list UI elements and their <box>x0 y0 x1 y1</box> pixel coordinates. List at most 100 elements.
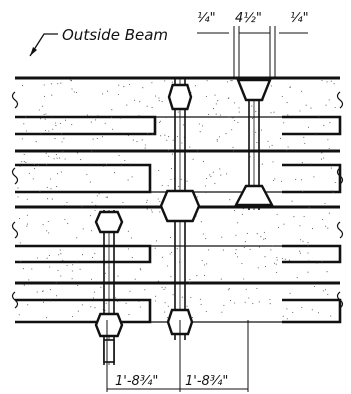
stipple-dot <box>326 271 328 273</box>
break-line <box>336 221 344 239</box>
stipple-dot <box>181 296 183 298</box>
stipple-dot <box>105 302 107 304</box>
stipple-dot <box>261 163 263 165</box>
stipple-dot <box>307 242 309 244</box>
stipple-dot <box>232 146 234 148</box>
stipple-dot <box>48 155 50 157</box>
stipple-dot <box>284 258 286 260</box>
stipple-dot <box>328 99 330 101</box>
stipple-dot <box>76 260 78 262</box>
stipple-dot <box>288 259 291 261</box>
break-line <box>11 91 19 109</box>
stipple-dot <box>51 94 53 96</box>
top-dimension-lines <box>197 26 308 78</box>
stipple-dot <box>139 306 141 308</box>
stipple-dot <box>176 248 178 250</box>
stipple-dot <box>50 178 52 180</box>
stipple-dot <box>86 114 88 116</box>
stipple-dot <box>157 198 159 200</box>
stipple-dot <box>118 84 120 86</box>
dim-left-quarter: ¼" <box>197 11 216 26</box>
stipple-dot <box>229 300 232 302</box>
stipple-dot <box>301 162 303 164</box>
stipple-dot <box>275 263 277 265</box>
stipple-dot <box>72 264 74 266</box>
stipple-dot <box>45 152 47 154</box>
stipple-dot <box>308 206 310 209</box>
stipple-dot <box>158 97 160 99</box>
stipple-dot <box>17 187 19 189</box>
stipple-dot <box>198 123 200 125</box>
stipple-dot <box>73 91 75 93</box>
stipple-dot <box>42 301 45 303</box>
stipple-dot <box>117 93 119 96</box>
stipple-dot <box>31 268 33 270</box>
stipple-dot <box>244 241 246 243</box>
stipple-dot <box>300 179 303 181</box>
stipple-dot <box>77 310 79 312</box>
stipple-dot <box>28 279 30 281</box>
stipple-dot <box>121 165 123 167</box>
stipple-dot <box>32 178 34 180</box>
stipple-dot <box>273 262 276 264</box>
stipple-dot <box>245 288 247 290</box>
stipple-dot <box>127 135 129 137</box>
stipple-dot <box>50 83 52 85</box>
stipple-dot <box>125 302 127 304</box>
stipple-dot <box>273 111 275 113</box>
stipple-dot <box>23 153 25 155</box>
stipple-dot <box>18 314 20 316</box>
stipple-dot <box>205 238 207 240</box>
stipple-dot <box>332 191 334 193</box>
stipple-dot <box>19 218 21 220</box>
stipple-dot <box>67 223 69 225</box>
stipple-dot <box>60 133 63 135</box>
stipple-dot <box>258 246 261 248</box>
stipple-dot <box>129 163 132 165</box>
stipple-dot <box>82 228 84 230</box>
stipple-dot <box>251 117 254 119</box>
stipple-dot <box>47 220 49 223</box>
stipple-dot <box>147 133 149 135</box>
break-line <box>11 167 19 185</box>
stipple-dot <box>167 305 169 307</box>
stipple-dot <box>204 185 206 187</box>
stipple-dot <box>171 81 173 83</box>
stipple-dot <box>231 129 233 131</box>
stipple-dot <box>199 131 201 133</box>
stipple-dot <box>281 95 283 98</box>
stipple-dot <box>200 221 202 223</box>
stipple-dot <box>325 225 327 227</box>
stipple-dot <box>36 257 38 259</box>
stipple-dot <box>220 174 222 176</box>
stipple-dot <box>48 255 50 257</box>
connector-shoe <box>236 78 272 102</box>
stipple-dot <box>55 282 57 284</box>
stipple-dot <box>111 109 113 111</box>
stipple-dot <box>178 186 180 188</box>
stipple-dot <box>282 315 284 317</box>
stipple-dot <box>242 208 244 210</box>
stipple-dot <box>75 91 78 94</box>
stipple-dot <box>76 237 78 239</box>
stipple-dot <box>287 114 289 116</box>
stipple-dot <box>144 147 146 149</box>
stipple-dot <box>154 300 156 302</box>
stipple-dot <box>295 178 297 180</box>
stipple-dot <box>269 303 271 305</box>
stipple-dot <box>164 134 166 136</box>
stipple-dot <box>54 138 56 140</box>
stipple-dot <box>228 116 230 118</box>
stipple-dot <box>158 100 160 102</box>
stipple-dot <box>48 130 50 132</box>
stipple-dot <box>23 123 25 125</box>
stipple-dot <box>166 317 168 319</box>
stipple-dot <box>158 169 160 172</box>
stipple-dot <box>289 292 291 294</box>
stipple-dot <box>49 266 51 268</box>
stipple-dot <box>124 159 126 162</box>
stipple-dot <box>308 260 310 262</box>
stipple-dot <box>106 90 109 92</box>
stipple-dot <box>299 250 301 252</box>
